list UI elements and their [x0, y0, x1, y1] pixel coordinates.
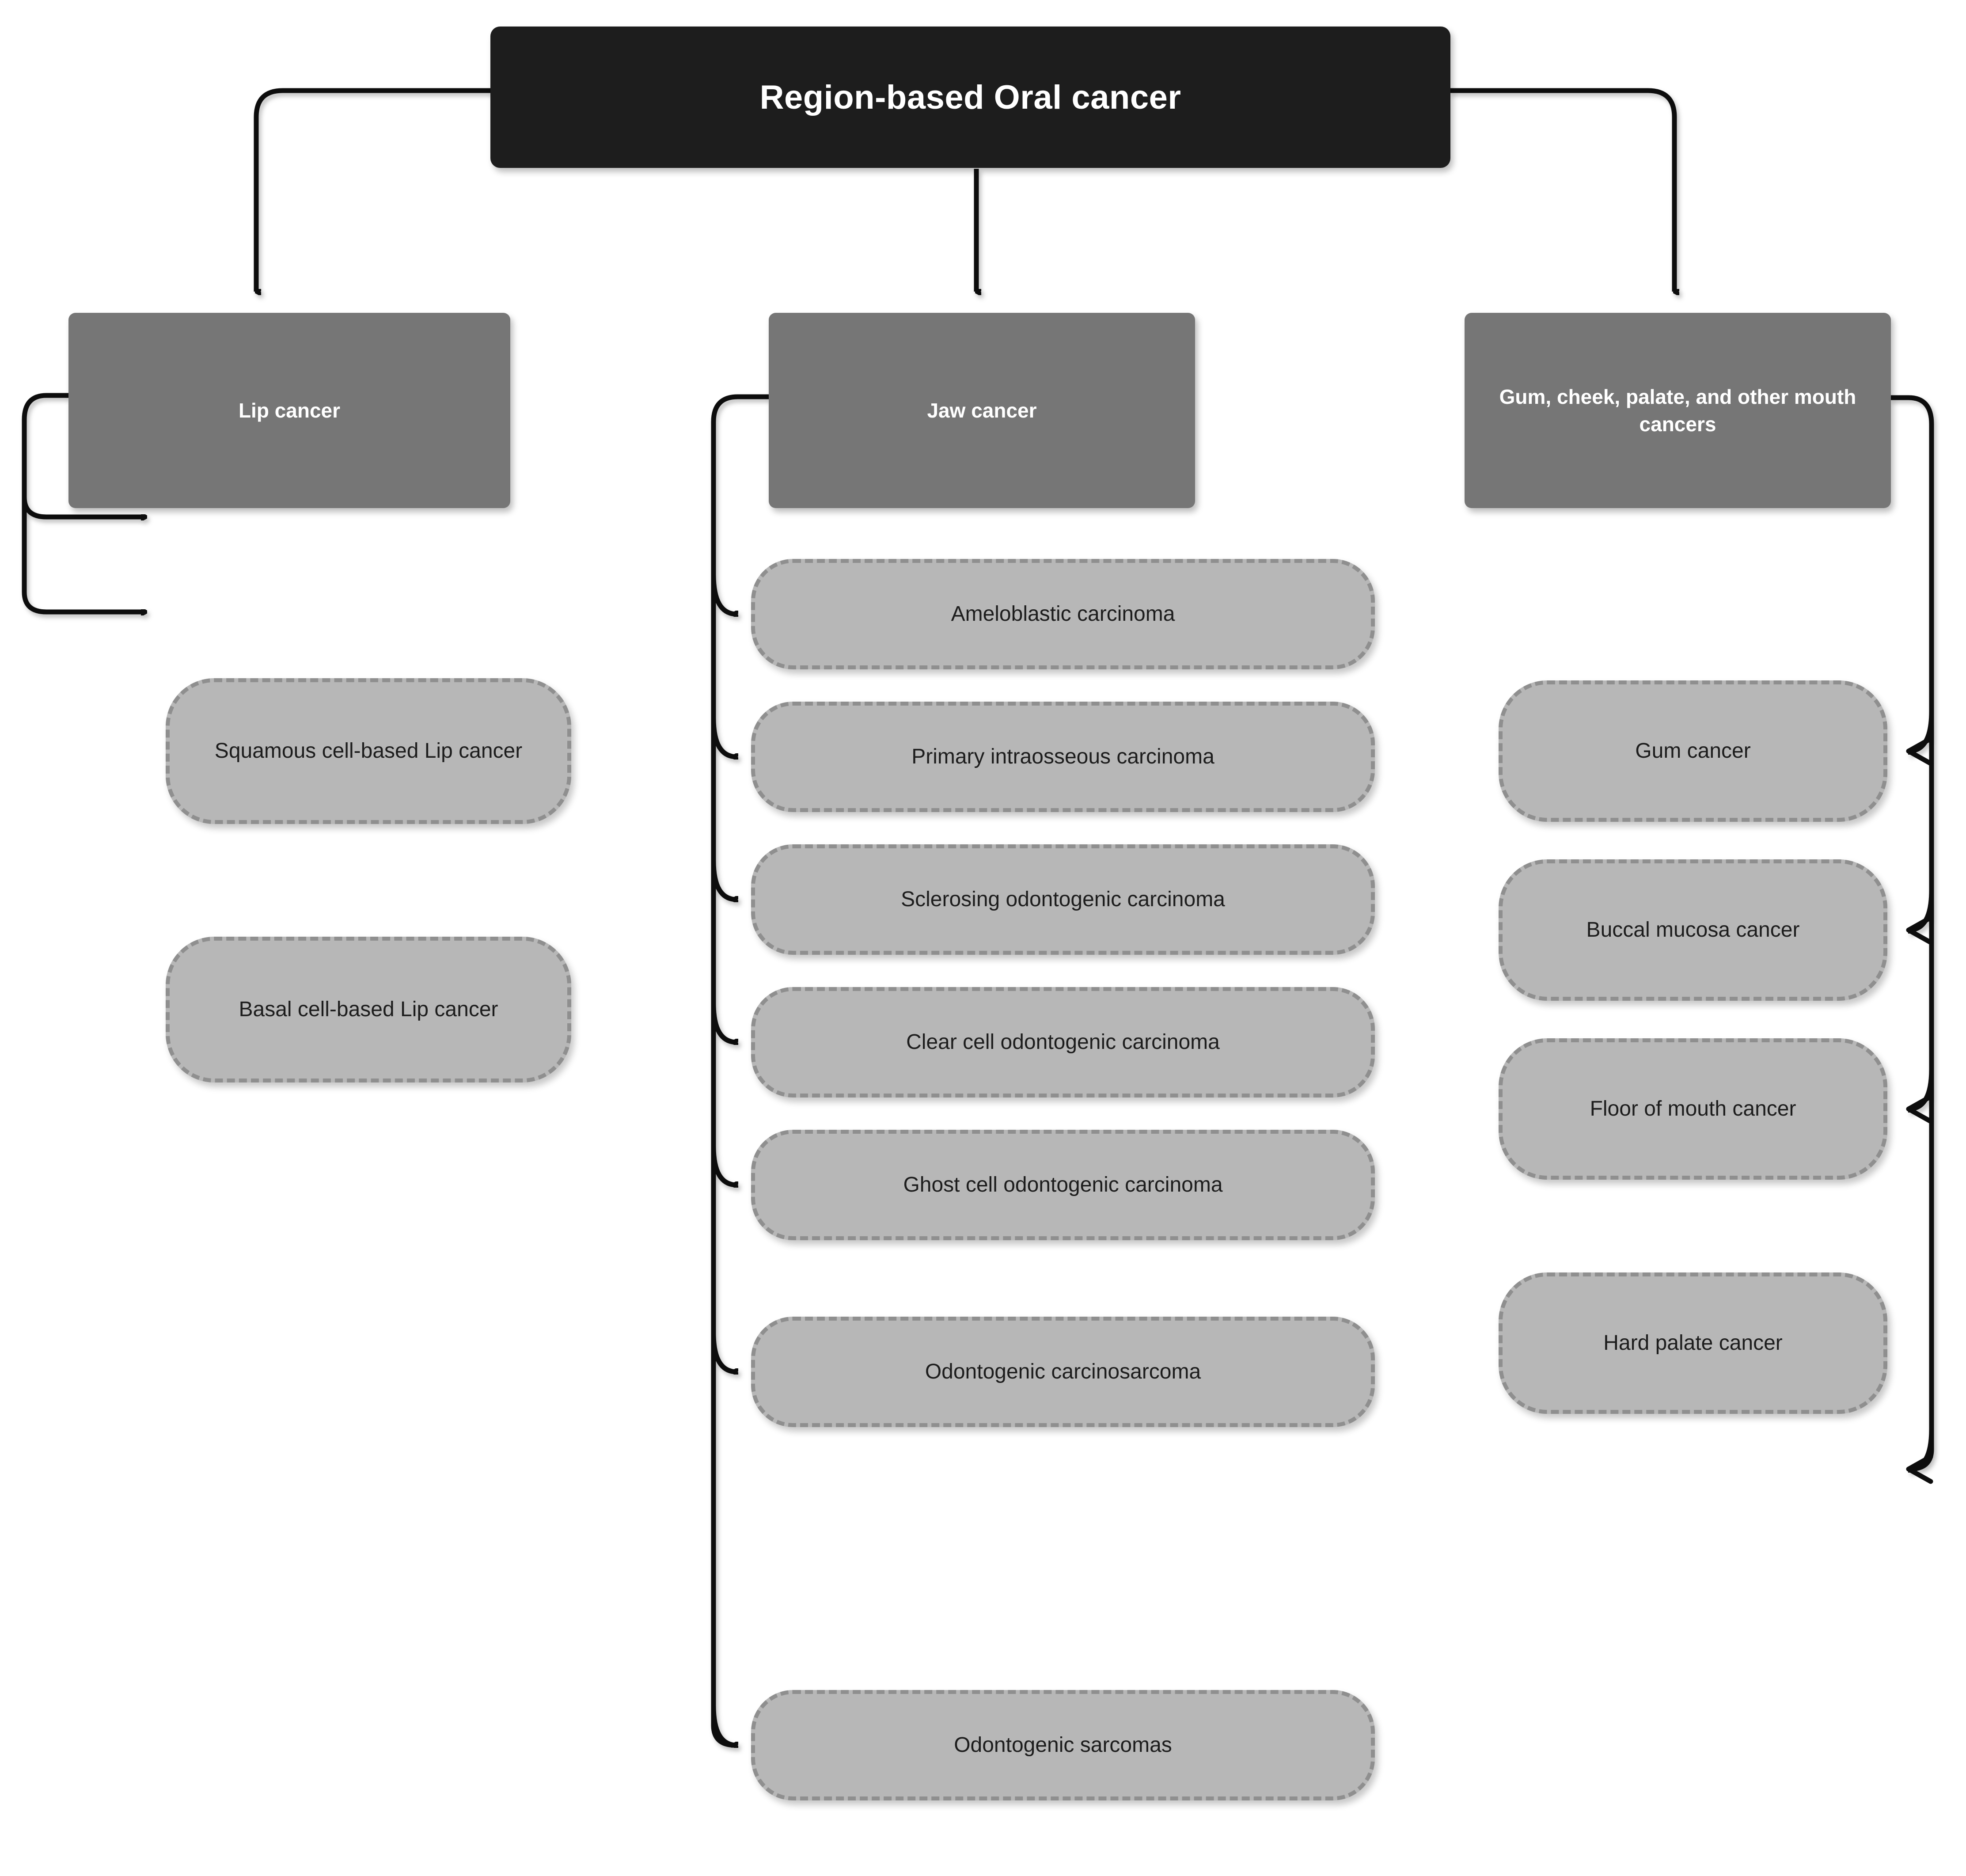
- category-node-label: Jaw cancer: [927, 399, 1037, 422]
- arrowheads-other: [1906, 736, 1933, 1484]
- leaf-node-label: Gum cancer: [1635, 739, 1751, 763]
- leaf-node-primary-intraosseous-carcinoma[interactable]: Primary intraosseous carcinoma: [751, 702, 1375, 812]
- leaf-node-label: Clear cell odontogenic carcinoma: [906, 1030, 1220, 1054]
- leaf-node-buccal-mucosa-cancer[interactable]: Buccal mucosa cancer: [1499, 859, 1887, 1001]
- leaf-node-floor-of-mouth-cancer[interactable]: Floor of mouth cancer: [1499, 1038, 1887, 1180]
- arrowhead-floor: [1906, 1094, 1933, 1124]
- arrowhead-palate: [1906, 1454, 1933, 1484]
- leaf-node-label: Primary intraosseous carcinoma: [911, 745, 1215, 769]
- edge-other-trunk: [1890, 395, 1934, 1472]
- root-node-region-based-oral-cancer[interactable]: Region-based Oral cancer: [490, 27, 1450, 168]
- edge-other-child-3: [1909, 1069, 1934, 1109]
- leaf-node-hard-palate-cancer[interactable]: Hard palate cancer: [1499, 1272, 1887, 1414]
- leaf-node-ameloblastic-carcinoma[interactable]: Ameloblastic carcinoma: [751, 559, 1375, 669]
- leaf-node-label: Squamous cell-based Lip cancer: [214, 739, 523, 763]
- category-node-label: Lip cancer: [238, 399, 341, 422]
- edge-other-child-4: [1909, 1429, 1934, 1469]
- edge-other-child-1: [1909, 711, 1934, 751]
- edge-root-to-other: [1450, 88, 1674, 292]
- leaf-node-gum-cancer[interactable]: Gum cancer: [1499, 680, 1887, 822]
- edge-root-to-lip: [254, 88, 491, 292]
- leaf-node-clear-cell-odontogenic-carcinoma[interactable]: Clear cell odontogenic carcinoma: [751, 987, 1375, 1097]
- edge-jaw-child-3: [711, 860, 737, 900]
- edge-other-child-2: [1909, 890, 1934, 930]
- leaf-node-label: Ameloblastic carcinoma: [951, 602, 1175, 626]
- root-node-label: Region-based Oral cancer: [759, 78, 1181, 116]
- leaf-node-squamous-cell-based-lip-cancer[interactable]: Squamous cell-based Lip cancer: [166, 678, 571, 824]
- leaf-node-label: Odontogenic sarcomas: [954, 1733, 1172, 1757]
- edge-jaw-child-2: [711, 718, 737, 757]
- leaf-node-label: Sclerosing odontogenic carcinoma: [901, 888, 1225, 911]
- edge-jaw-child-5: [711, 1146, 737, 1185]
- leaf-node-basal-cell-based-lip-cancer[interactable]: Basal cell-based Lip cancer: [166, 937, 571, 1082]
- leaf-node-sclerosing-odontogenic-carcinoma[interactable]: Sclerosing odontogenic carcinoma: [751, 844, 1375, 955]
- category-node-lip-cancer[interactable]: Lip cancer: [68, 313, 510, 508]
- leaf-node-label: Floor of mouth cancer: [1590, 1097, 1796, 1121]
- leaf-node-label: Odontogenic carcinosarcoma: [925, 1360, 1201, 1384]
- category-node-label: Gum, cheek, palate, and other mouth canc…: [1499, 385, 1856, 436]
- edge-jaw-child-7: [711, 1705, 737, 1745]
- edge-jaw-child-6: [711, 1333, 737, 1372]
- arrowhead-buccal: [1906, 915, 1933, 945]
- leaf-node-label: Basal cell-based Lip cancer: [239, 998, 498, 1022]
- edge-jaw-child-1: [711, 574, 737, 614]
- leaf-node-label: Ghost cell odontogenic carcinoma: [903, 1173, 1223, 1197]
- leaf-node-odontogenic-sarcomas[interactable]: Odontogenic sarcomas: [751, 1690, 1375, 1800]
- leaf-node-odontogenic-carcinosarcoma[interactable]: Odontogenic carcinosarcoma: [751, 1317, 1375, 1427]
- category-node-jaw-cancer[interactable]: Jaw cancer: [769, 313, 1195, 508]
- edge-group-other: [1890, 395, 1934, 1472]
- leaf-node-label: Buccal mucosa cancer: [1586, 918, 1800, 942]
- leaf-node-label: Hard palate cancer: [1603, 1331, 1783, 1355]
- edge-jaw-child-4: [711, 1003, 737, 1042]
- arrowhead-gum: [1906, 736, 1933, 766]
- category-node-other-mouth-cancers[interactable]: Gum, cheek, palate, and other mouth canc…: [1465, 313, 1891, 508]
- leaf-node-ghost-cell-odontogenic-carcinoma[interactable]: Ghost cell odontogenic carcinoma: [751, 1130, 1375, 1240]
